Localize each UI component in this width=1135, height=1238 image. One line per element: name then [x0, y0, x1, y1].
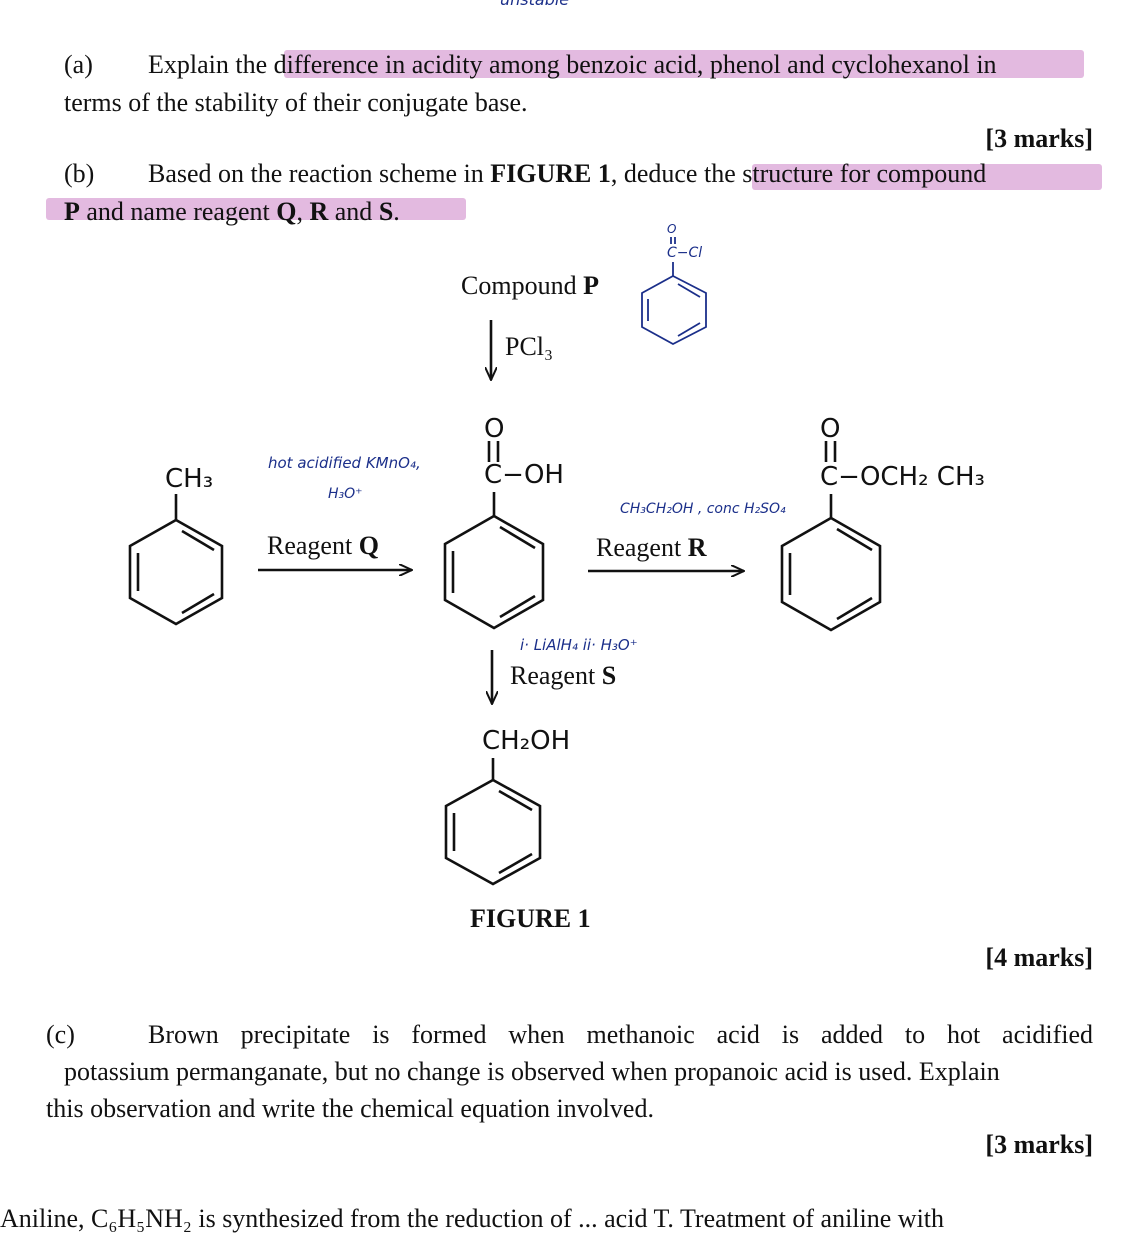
part-c-line2: potassium permanganate, but no change is…: [64, 1057, 1000, 1086]
top-handwriting: unstable: [500, 0, 569, 9]
part-b-line1: Based on the reaction scheme in FIGURE 1…: [148, 155, 986, 193]
part-a-marks: [3 marks]: [985, 124, 1093, 153]
part-b-line1-pre: Based on the reaction scheme in: [148, 159, 491, 188]
part-b-line1-post: , deduce the structure for compound: [610, 159, 987, 188]
highlight-b1: [752, 164, 1102, 190]
reagent-q-text: Reagent: [267, 531, 359, 560]
part-c-line3: this observation and write the chemical …: [46, 1094, 654, 1123]
benzoic-acid-structure: O: [443, 414, 545, 630]
figure-caption: FIGURE 1: [470, 904, 591, 933]
highlight-a: [284, 50, 1084, 78]
reagent-r-label: Reagent R: [596, 529, 706, 567]
part-c-line1: Brown precipitate is formed when methano…: [148, 1020, 1093, 1049]
part-a-label: (a): [64, 50, 93, 79]
part-a-line1: Explain the difference in acidity among …: [148, 50, 997, 79]
reagent-s-label: Reagent S: [510, 657, 616, 695]
ester-carbonyl-o: O: [820, 414, 840, 444]
toluene-structure: [128, 494, 224, 626]
part-b-end: .: [393, 197, 400, 226]
part-b-marks: [4 marks]: [985, 943, 1093, 972]
ch3-label: CH₃: [165, 464, 214, 494]
hand-p-group: C−Cl: [667, 245, 703, 261]
ethyl-benzoate-structure: O: [780, 414, 882, 632]
benzyl-alcohol-structure: [444, 758, 542, 886]
part-b-q: Q: [276, 197, 297, 226]
hand-reagent-q-line1: hot acidified KMnO₄,: [268, 454, 421, 472]
hand-reagent-q-line2: H₃O⁺: [328, 486, 363, 502]
ch2oh-label: CH₂OH: [482, 726, 571, 756]
part-c-label: (c): [46, 1020, 75, 1049]
reagent-s-text: Reagent: [510, 661, 602, 690]
part-b-figure-ref: FIGURE 1: [490, 159, 611, 188]
hand-reagent-s: i· LiAlH₄ ii· H₃O⁺: [520, 636, 638, 654]
ester-label: C−OCH₂ CH₃: [820, 462, 985, 492]
reagent-s-bold: S: [601, 661, 617, 690]
hand-p-o: O: [667, 222, 677, 236]
cooh-carbonyl-o: O: [484, 414, 504, 444]
part-b-and: and: [328, 197, 379, 226]
reagent-r-text: Reagent: [596, 533, 688, 562]
part-b-mid: and name reagent: [79, 197, 277, 226]
part-b-p: P: [64, 197, 80, 226]
part-a-line2: terms of the stability of their conjugat…: [64, 88, 528, 117]
compound-p-label: Compound P: [461, 267, 599, 305]
reagent-q-label: Reagent Q: [267, 527, 379, 565]
hand-reagent-r: CH₃CH₂OH , conc H₂SO₄: [620, 501, 786, 517]
reagent-r-bold: R: [687, 533, 707, 562]
next-question-cutoff: Aniline, C₆H₅NH₂ is synthesized from the…: [0, 1204, 945, 1233]
part-b-s: S: [378, 197, 394, 226]
reagent-q-bold: Q: [358, 531, 379, 560]
pcl3-label: PCl₃: [505, 332, 554, 361]
part-b-line2: P and name reagent Q, R and S.: [64, 193, 400, 231]
compound-p-text: Compound: [461, 271, 584, 300]
part-c-marks: [3 marks]: [985, 1130, 1093, 1159]
part-b-label: (b): [64, 159, 95, 188]
highlight-b2: [46, 198, 466, 220]
compound-p-bold: P: [583, 271, 599, 300]
cooh-label: C−OH: [484, 460, 564, 490]
part-b-comma: ,: [296, 197, 310, 226]
part-b-r: R: [309, 197, 329, 226]
